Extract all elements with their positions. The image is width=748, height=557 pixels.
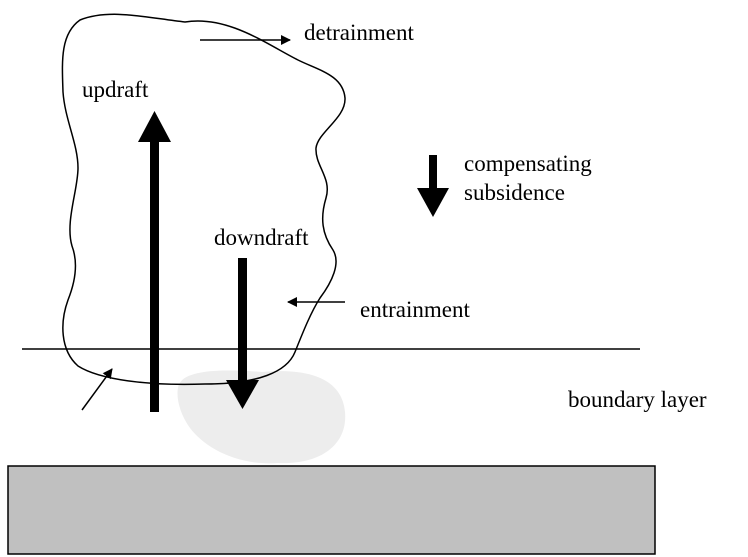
gust-front-arrow: [81, 368, 113, 411]
ground-surface: [7, 465, 656, 555]
cloud-outline: [61, 13, 346, 386]
compensating-label: compensating: [464, 151, 592, 176]
detrainment-label: detrainment: [304, 20, 414, 45]
subsidence-label: subsidence: [464, 180, 565, 205]
entrainment-label: entrainment: [360, 297, 470, 322]
cold-pool-shape: [177, 370, 346, 464]
boundary-layer-label: boundary layer: [568, 387, 707, 412]
downdraft-label: downdraft: [214, 225, 309, 250]
subsidence-arrow: [417, 155, 449, 217]
updraft-label: updraft: [82, 77, 149, 102]
downdraft-arrow: [226, 258, 259, 409]
updraft-arrow: [138, 111, 171, 412]
